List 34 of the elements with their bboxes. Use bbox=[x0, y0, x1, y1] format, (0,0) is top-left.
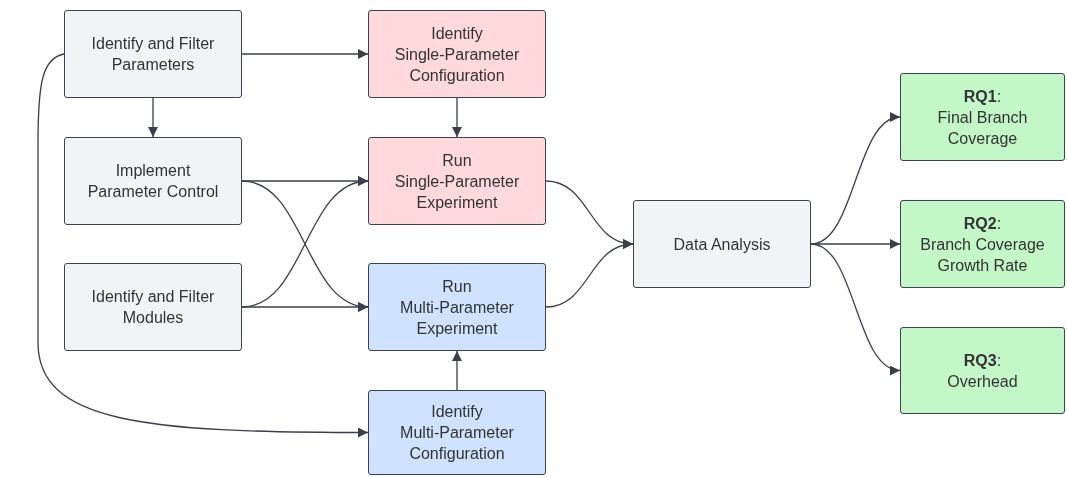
arrow bbox=[810, 239, 901, 249]
box-text: Identify Multi-Parameter Configuration bbox=[399, 402, 515, 464]
box-text: Identify and Filter Modules bbox=[90, 287, 216, 328]
process-box bbox=[900, 327, 1065, 414]
arrow bbox=[810, 243, 901, 373]
process-box bbox=[368, 263, 546, 351]
box-text: Run Single-Parameter Experiment bbox=[393, 150, 521, 213]
box-text: Identify and Filter Parameters bbox=[90, 34, 216, 75]
process-box bbox=[633, 200, 811, 288]
process-box bbox=[900, 73, 1065, 161]
box-text: Branch Coverage Growth Rate bbox=[919, 234, 1046, 276]
box-text: Data Analysis bbox=[673, 234, 771, 255]
process-box bbox=[64, 263, 242, 351]
box-text: Overhead bbox=[947, 371, 1018, 392]
process-box bbox=[64, 137, 242, 225]
arrow bbox=[545, 240, 634, 308]
process-box bbox=[64, 10, 242, 98]
box-text: RQ3: bbox=[963, 350, 1002, 371]
box-text: Run Multi-Parameter Experiment bbox=[399, 276, 515, 339]
box-text: Final Branch Coverage bbox=[936, 107, 1029, 149]
arrow bbox=[148, 97, 158, 138]
arrow bbox=[452, 97, 462, 138]
process-box bbox=[368, 390, 546, 475]
box-text: Implement Parameter Control bbox=[86, 161, 220, 202]
box-text: Identify Single-Parameter Configuration bbox=[393, 23, 521, 86]
box-text: RQ2: bbox=[963, 213, 1002, 234]
arrow bbox=[452, 350, 462, 391]
process-box bbox=[900, 200, 1065, 288]
process-box bbox=[368, 137, 546, 225]
process-box bbox=[368, 10, 546, 98]
arrow bbox=[37, 53, 369, 438]
box-text: RQ1: bbox=[963, 86, 1002, 107]
arrow bbox=[241, 302, 369, 312]
arrow bbox=[241, 49, 369, 59]
